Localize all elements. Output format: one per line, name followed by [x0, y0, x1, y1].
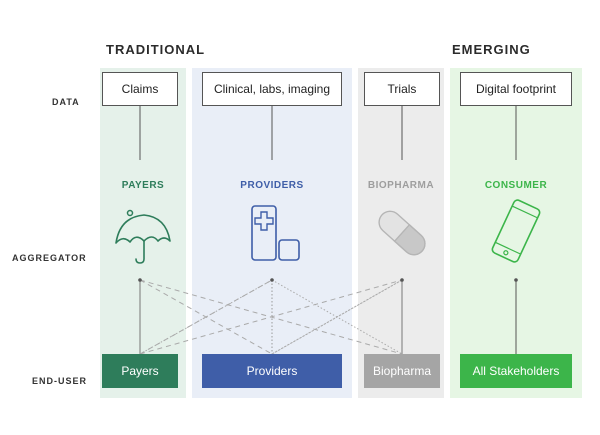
- row-label-aggregator: AGGREGATOR: [12, 253, 87, 263]
- end-user-box-payers: Payers: [102, 354, 178, 388]
- row-label-data: DATA: [52, 97, 80, 107]
- traditional-heading: TRADITIONAL: [106, 42, 206, 57]
- end-user-box-all-stakeholders: All Stakeholders: [460, 354, 572, 388]
- medical-device-icon: [251, 205, 300, 261]
- aggregator-label-providers: PROVIDERS: [240, 180, 304, 191]
- data-box-digital-footprint: Digital footprint: [460, 72, 572, 106]
- aggregator-label-payers: PAYERS: [121, 180, 165, 191]
- row-label-end-user: END-USER: [32, 376, 88, 386]
- data-box-claims: Claims: [102, 72, 178, 106]
- data-box-clinical: Clinical, labs, imaging: [202, 72, 342, 106]
- umbrella-icon: [115, 209, 171, 264]
- data-box-trials: Trials: [364, 72, 440, 106]
- payers-column: [100, 68, 186, 398]
- end-user-box-biopharma: Biopharma: [364, 354, 440, 388]
- smartphone-icon: [491, 199, 541, 263]
- aggregator-label-consumer: CONSUMER: [484, 180, 548, 191]
- end-user-box-providers: Providers: [202, 354, 342, 388]
- pill-icon: [378, 210, 426, 256]
- emerging-heading: EMERGING: [452, 42, 531, 57]
- aggregator-label-biopharma: BIOPHARMA: [367, 180, 435, 191]
